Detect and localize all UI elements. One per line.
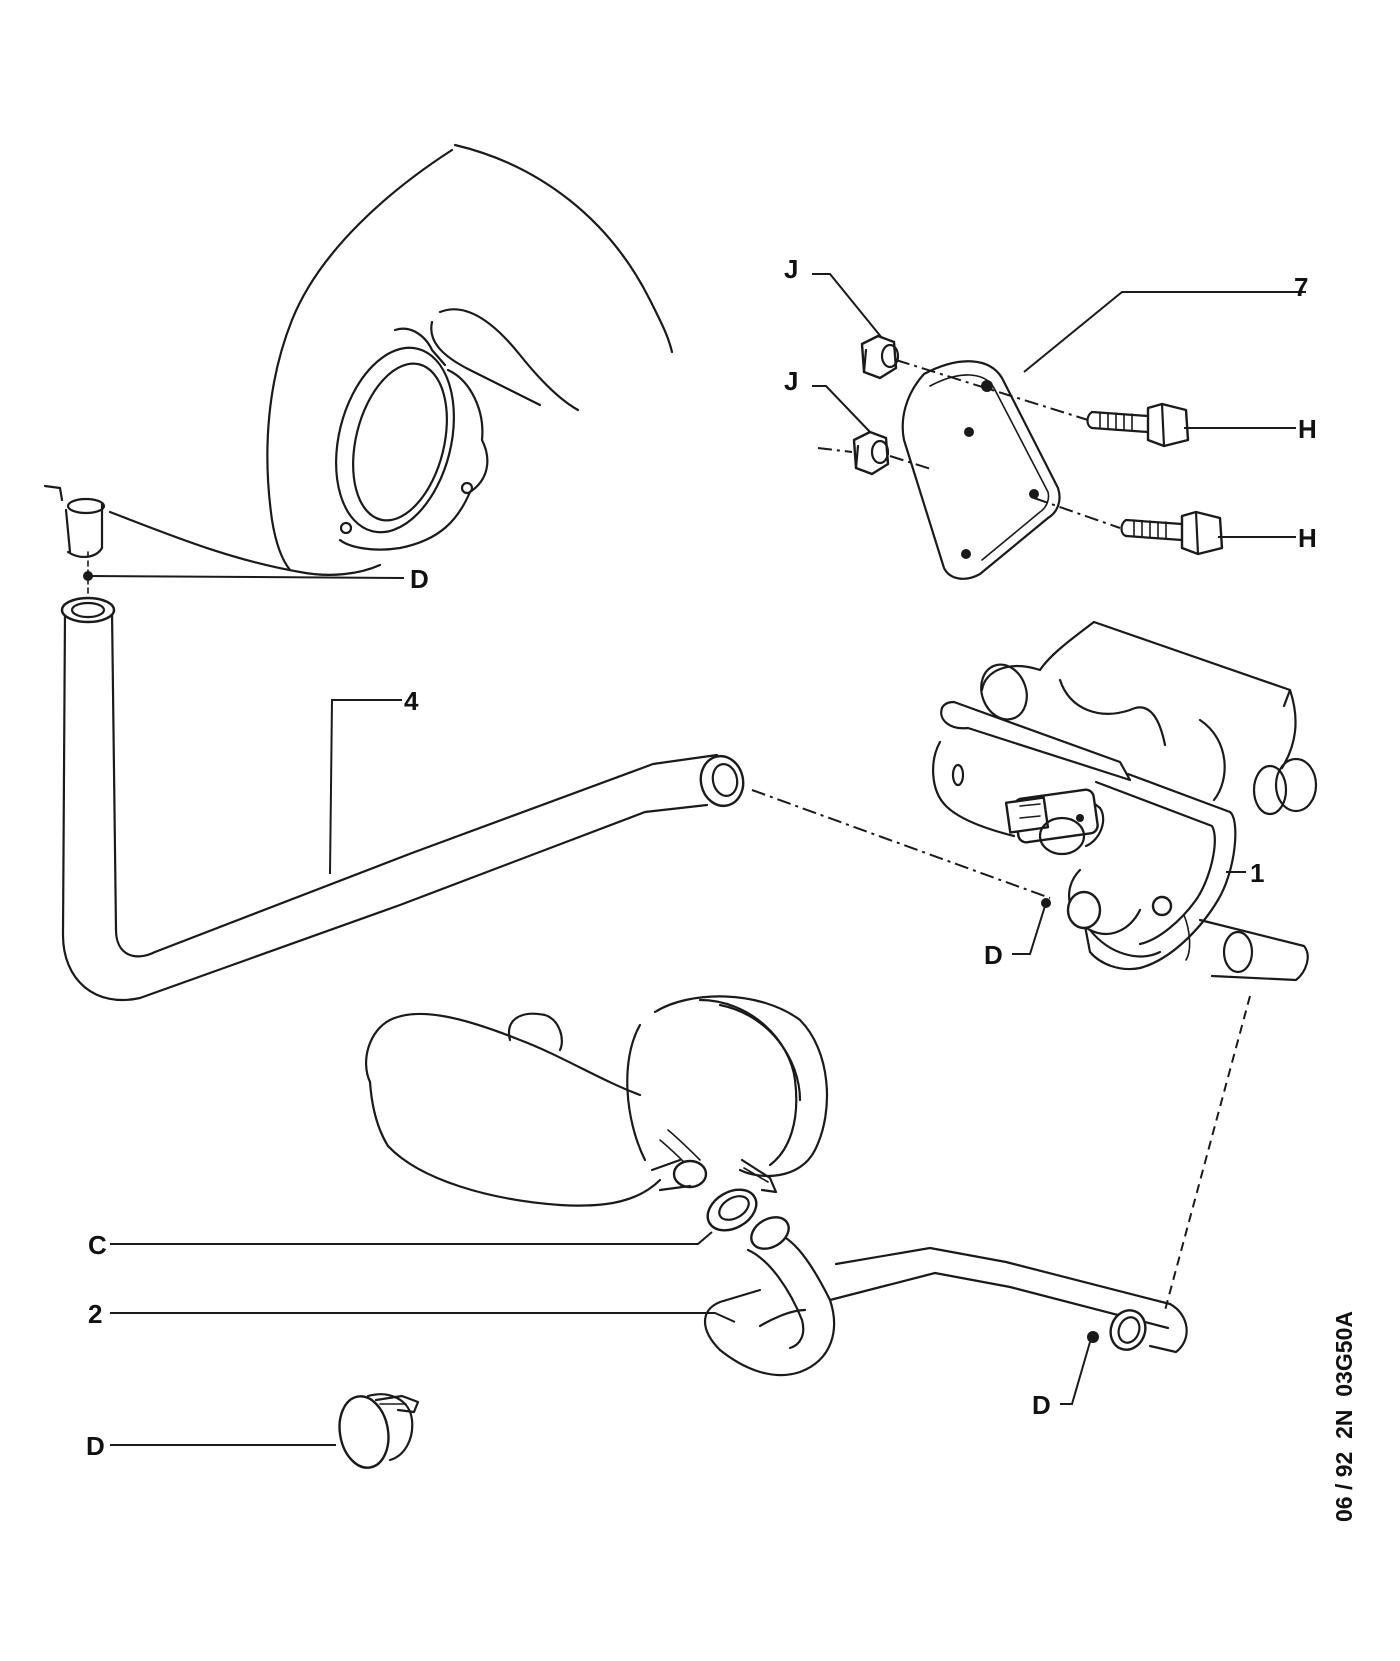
callout-j-upper: J [784,254,798,284]
callout-j-lower: J [784,366,798,396]
connection-lines [87,551,1251,1315]
callout-4: 4 [404,686,419,716]
bolt-lower [1120,510,1224,556]
callout-h-lower: H [1298,523,1317,553]
valve-assembly [932,620,1318,982]
callout-d-valve: D [984,940,1003,970]
cover-plate [901,360,1061,580]
callout-h-upper: H [1298,414,1317,444]
nut-upper [860,334,900,380]
fastener-axes [817,359,1121,529]
callout-d-clamp: D [86,1431,105,1461]
callout-7: 7 [1294,272,1308,302]
pipe-2 [704,1216,1188,1377]
engine-block [43,143,674,576]
hose-4 [60,596,745,1002]
air-duct [365,995,829,1232]
callout-leaders [83,273,1306,1446]
callout-1: 1 [1250,858,1264,888]
nut-lower [852,430,890,476]
callout-d-pipe: D [1032,1390,1051,1420]
callout-2: 2 [88,1299,102,1329]
callout-d-engine: D [410,564,429,594]
hose-clamp [338,1393,420,1469]
callout-c: C [88,1230,107,1260]
bolt-upper [1086,402,1190,448]
reference-code: 06 / 92 2N 03G50A [1331,1311,1357,1522]
callout-labels: J J 7 H H D 4 1 D C 2 D D [86,254,1317,1461]
